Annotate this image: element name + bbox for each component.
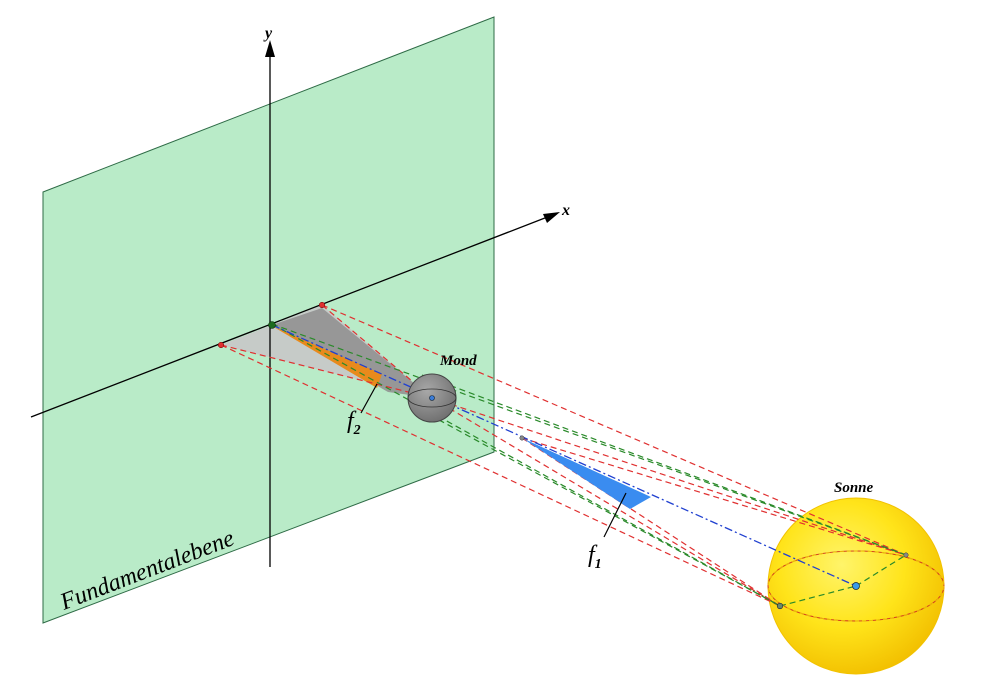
point-vertex — [519, 435, 525, 441]
f2-leader-line — [360, 383, 378, 414]
moon-label: Mond — [439, 353, 477, 369]
f2-label: f2 — [347, 408, 361, 438]
blue-region-f1 — [522, 438, 651, 509]
sun-label: Sonne — [834, 480, 874, 496]
f1-label-base: f — [588, 542, 598, 568]
orange-region-f2 — [272, 326, 382, 388]
x-axis-arrow-icon — [543, 212, 560, 223]
f1-label-sub: 1 — [595, 557, 602, 572]
point-red-top — [318, 301, 326, 309]
axis-y-label: y — [263, 25, 273, 42]
x-axis — [30, 215, 551, 418]
sun-equator-back — [767, 550, 945, 622]
center-line — [271, 324, 857, 587]
f2-label-base: f — [347, 408, 357, 434]
point-green-origin — [268, 321, 276, 329]
y-axis-arrow-icon — [265, 40, 275, 57]
point-sun-left — [776, 602, 784, 610]
f1-label: f1 — [588, 542, 602, 572]
point-sun-right — [903, 552, 909, 558]
f1-leader-line — [603, 492, 627, 538]
moon-equator — [407, 388, 457, 408]
moon-center-point — [429, 395, 435, 401]
f2-label-sub: 2 — [353, 423, 361, 438]
point-red-left — [217, 341, 225, 349]
fundamental-plane — [42, 16, 495, 624]
sun-center-point — [852, 582, 860, 590]
green-dashed-rays — [271, 323, 907, 607]
axis-x-label: x — [561, 202, 570, 219]
